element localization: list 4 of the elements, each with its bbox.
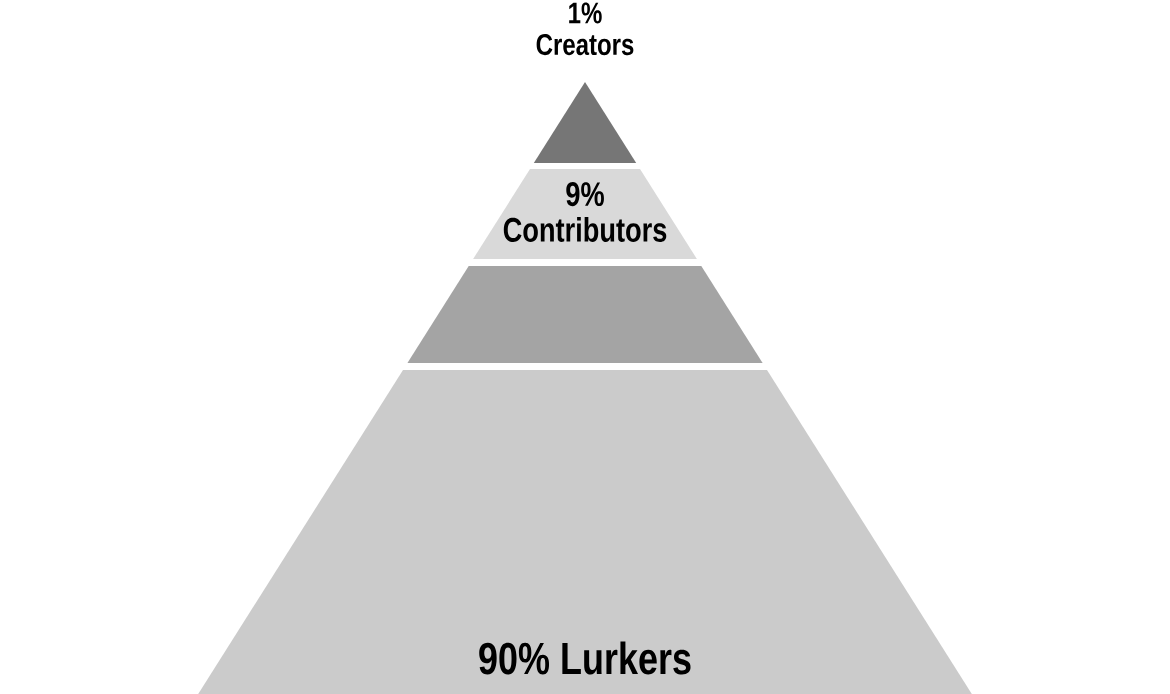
pyramid-layer: 9% Contributors — [473, 169, 697, 259]
layer-label: 1% Creators — [536, 2, 634, 56]
pyramid-layer — [407, 266, 763, 363]
pyramid-layer: 90% Lurkers — [198, 370, 972, 694]
